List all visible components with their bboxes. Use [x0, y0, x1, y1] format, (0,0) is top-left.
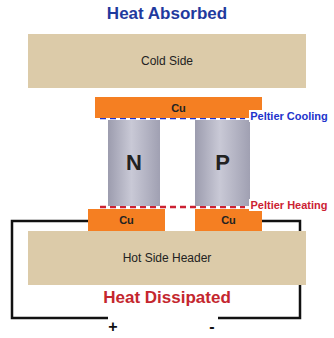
- plate: Hot Side Header: [28, 231, 306, 285]
- p-semiconductor: P: [195, 120, 250, 206]
- copper-pad: Cu: [88, 209, 165, 231]
- node-label: Cu: [119, 214, 134, 226]
- title: Heat Absorbed: [107, 4, 227, 24]
- terminal-sign: +: [108, 318, 117, 336]
- heating-junction: [100, 206, 245, 209]
- node-label: Cu: [221, 214, 236, 226]
- terminal-sign: -: [209, 318, 214, 336]
- node-label: N: [126, 150, 142, 176]
- node-label: Cold Side: [141, 54, 193, 68]
- node-label: P: [215, 150, 230, 176]
- copper-bar: Cu: [95, 97, 262, 118]
- plate: Cold Side: [28, 34, 306, 88]
- caption: Heat Dissipated: [103, 288, 231, 308]
- node-label: Cu: [171, 102, 186, 114]
- copper-pad: Cu: [195, 209, 262, 231]
- junction-label: Peltier Cooling: [249, 110, 329, 122]
- junction-label: Peltier Heating: [249, 199, 328, 211]
- node-label: Hot Side Header: [123, 251, 212, 265]
- n-semiconductor: N: [108, 120, 160, 206]
